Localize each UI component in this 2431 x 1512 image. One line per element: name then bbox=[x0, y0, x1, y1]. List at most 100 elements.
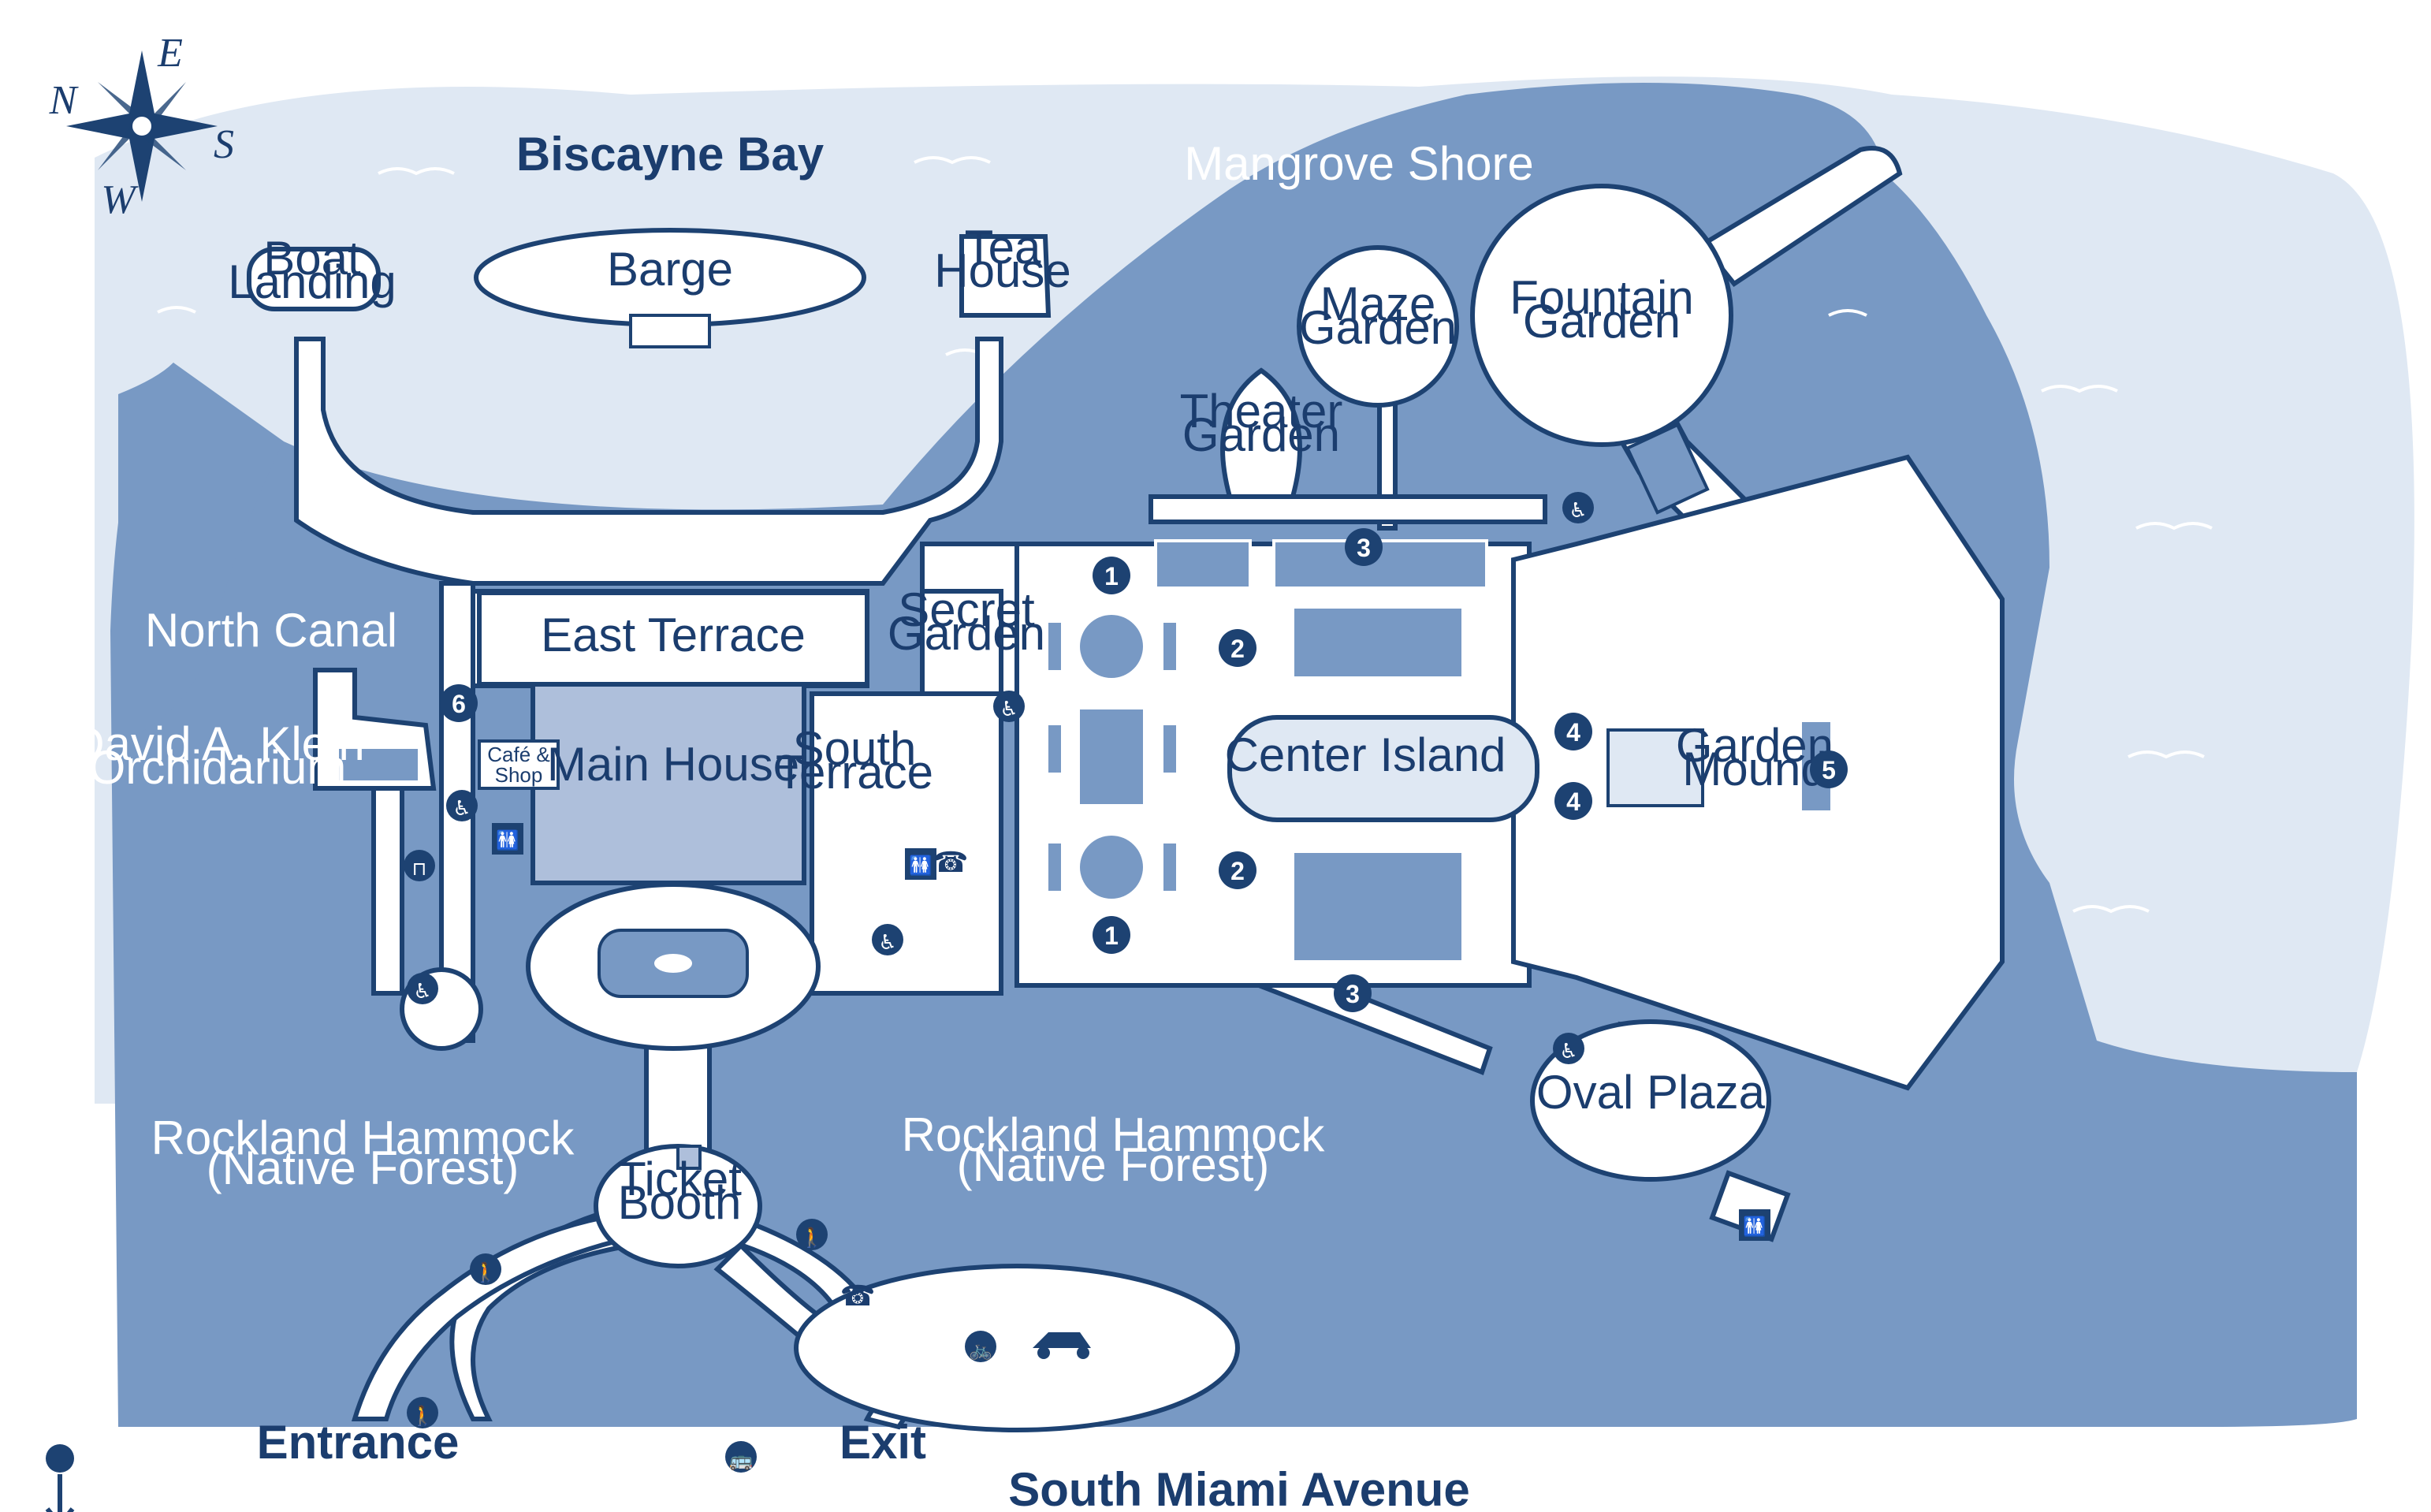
svg-text:♿: ♿ bbox=[1569, 499, 1587, 523]
tea-house-label-1: Tea bbox=[965, 221, 1041, 274]
marker-2-south[interactable]: 2 bbox=[1219, 851, 1256, 889]
secret-garden[interactable] bbox=[920, 589, 1003, 696]
marker-3-north[interactable]: 3 bbox=[1345, 528, 1383, 566]
svg-text:♿: ♿ bbox=[878, 931, 896, 955]
boat-landing[interactable] bbox=[247, 247, 381, 311]
south-terrace[interactable] bbox=[810, 691, 1003, 996]
cafe-shop-label-1: Café & bbox=[487, 743, 550, 766]
compass-n-label: N bbox=[49, 78, 80, 123]
compass-s-label: S bbox=[214, 122, 234, 167]
wheelchair-icon: ♿ bbox=[993, 691, 1025, 722]
rockland-hammock-west-label-2: (Native Forest) bbox=[207, 1141, 519, 1194]
secret-garden-label-1: Secret bbox=[898, 583, 1035, 636]
maze-garden[interactable] bbox=[1297, 245, 1459, 408]
svg-text:☎: ☎ bbox=[840, 1279, 876, 1312]
orchidarium-label-1: David A. Klein bbox=[70, 717, 365, 770]
ticket-booth-label-1: Ticket bbox=[617, 1153, 742, 1205]
phone-icon: ☎ bbox=[933, 846, 969, 878]
garden-mound-label-1: Garden bbox=[1676, 719, 1833, 772]
maze-garden-label-2: Garden bbox=[1299, 301, 1457, 354]
compass-w-label: W bbox=[101, 177, 139, 222]
boat-landing-label-1: Boat bbox=[263, 232, 361, 285]
marker-1-north[interactable]: 1 bbox=[1093, 557, 1130, 594]
marker-3-south-text: 3 bbox=[1346, 980, 1360, 1008]
svg-text:🚲: 🚲 bbox=[969, 1339, 992, 1361]
svg-text:🚶: 🚶 bbox=[411, 1405, 434, 1427]
svg-text:♿: ♿ bbox=[413, 980, 431, 1004]
east-terrace[interactable] bbox=[477, 590, 869, 687]
garden-mound-label-2: Mound bbox=[1682, 743, 1826, 795]
pedestrian-icon: 🚶 bbox=[407, 1397, 438, 1428]
theater-garden[interactable] bbox=[1220, 367, 1302, 499]
formal-garden[interactable] bbox=[1014, 454, 2005, 1091]
rockland-hammock-west-label-1: Rockland Hammock bbox=[151, 1112, 575, 1164]
svg-text:⊓: ⊓ bbox=[412, 858, 427, 880]
svg-text:🚻: 🚻 bbox=[909, 855, 933, 877]
cafe-shop[interactable] bbox=[478, 739, 560, 790]
wheelchair-icon: ♿ bbox=[1562, 492, 1594, 523]
main-house-label: Main House bbox=[547, 738, 799, 791]
south-miami-avenue-label: South Miami Avenue bbox=[1008, 1463, 1470, 1512]
parking-lot[interactable] bbox=[794, 1264, 1240, 1432]
fountain-garden-label-1: Fountain bbox=[1510, 271, 1694, 324]
svg-text:☎: ☎ bbox=[933, 846, 969, 878]
east-terrace-label: East Terrace bbox=[541, 609, 806, 661]
main-house[interactable] bbox=[531, 679, 806, 885]
marker-3-south[interactable]: 3 bbox=[1334, 974, 1372, 1012]
rockland-hammock-east-label-1: Rockland Hammock bbox=[902, 1108, 1326, 1161]
bicycle-icon: 🚲 bbox=[965, 1331, 996, 1362]
oval-plaza-label: Oval Plaza bbox=[1536, 1066, 1766, 1119]
rockland-hammock-east-label-2: (Native Forest) bbox=[957, 1138, 1270, 1191]
svg-text:🚻: 🚻 bbox=[496, 829, 519, 851]
biscayne-bay-label: Biscayne Bay bbox=[516, 128, 825, 181]
marker-4-north[interactable]: 4 bbox=[1554, 713, 1592, 750]
marker-2-north[interactable]: 2 bbox=[1219, 629, 1256, 667]
water-ripples bbox=[157, 156, 2213, 914]
wheelchair-icon: ♿ bbox=[1553, 1033, 1584, 1064]
pedestrian-icon: 🚶 bbox=[796, 1219, 828, 1250]
fountain-garden-pool bbox=[1625, 423, 1710, 515]
svg-text:🚻: 🚻 bbox=[1743, 1216, 1766, 1238]
orchidarium-gallery bbox=[339, 749, 418, 780]
fountain-garden-label-2: Garden bbox=[1523, 295, 1681, 348]
bus-icon: 🚌 bbox=[725, 1441, 757, 1473]
marker-5[interactable]: 5 bbox=[1810, 750, 1848, 788]
north-canal-label: North Canal bbox=[145, 604, 397, 657]
barge-dock bbox=[629, 314, 711, 348]
marker-2-north-text: 2 bbox=[1230, 635, 1245, 663]
restroom-icon: 🚻 bbox=[1739, 1209, 1770, 1241]
marker-6-text: 6 bbox=[452, 690, 466, 718]
pedestrian-icon: 🚶 bbox=[470, 1253, 501, 1285]
maze-garden-label-1: Maze bbox=[1320, 277, 1436, 330]
oval-plaza[interactable] bbox=[1530, 1019, 1771, 1182]
car-icon bbox=[1033, 1332, 1091, 1359]
orchidarium-label-2: Orchidarium bbox=[89, 741, 347, 794]
tea-house[interactable] bbox=[959, 234, 1052, 318]
secret-garden-label-2: Garden bbox=[888, 607, 1045, 660]
marker-1-north-text: 1 bbox=[1104, 562, 1119, 590]
barge-label: Barge bbox=[607, 243, 733, 296]
center-island[interactable] bbox=[1227, 715, 1539, 822]
center-island-label: Center Island bbox=[1225, 728, 1506, 781]
south-terrace-label-2: Terrace bbox=[776, 746, 933, 799]
marker-4-south[interactable]: 4 bbox=[1554, 782, 1592, 820]
north-canal-water bbox=[118, 363, 284, 741]
entrance-fountain bbox=[654, 954, 692, 973]
svg-text:♿: ♿ bbox=[1559, 1040, 1577, 1063]
marker-2-south-text: 2 bbox=[1230, 857, 1245, 885]
marker-6[interactable]: 6 bbox=[440, 684, 478, 722]
svg-text:♿: ♿ bbox=[1000, 698, 1018, 721]
garden-mound-steps bbox=[1606, 728, 1704, 807]
picnic-table-icon: ⊓ bbox=[404, 850, 435, 881]
wheelchair-icon: ♿ bbox=[872, 924, 903, 955]
marker-1-south[interactable]: 1 bbox=[1093, 916, 1130, 954]
restroom-icon: 🚻 bbox=[905, 848, 936, 880]
fountain-garden[interactable] bbox=[1470, 184, 1733, 447]
tea-house-label-2: House bbox=[934, 244, 1070, 297]
boat-landing-label-2: Landing bbox=[228, 255, 396, 308]
cafe-shop-label-2: Shop bbox=[495, 763, 543, 787]
marker-5-text: 5 bbox=[1822, 756, 1836, 784]
ticket-kiosk bbox=[676, 1145, 702, 1170]
svg-text:🚶: 🚶 bbox=[474, 1261, 497, 1283]
